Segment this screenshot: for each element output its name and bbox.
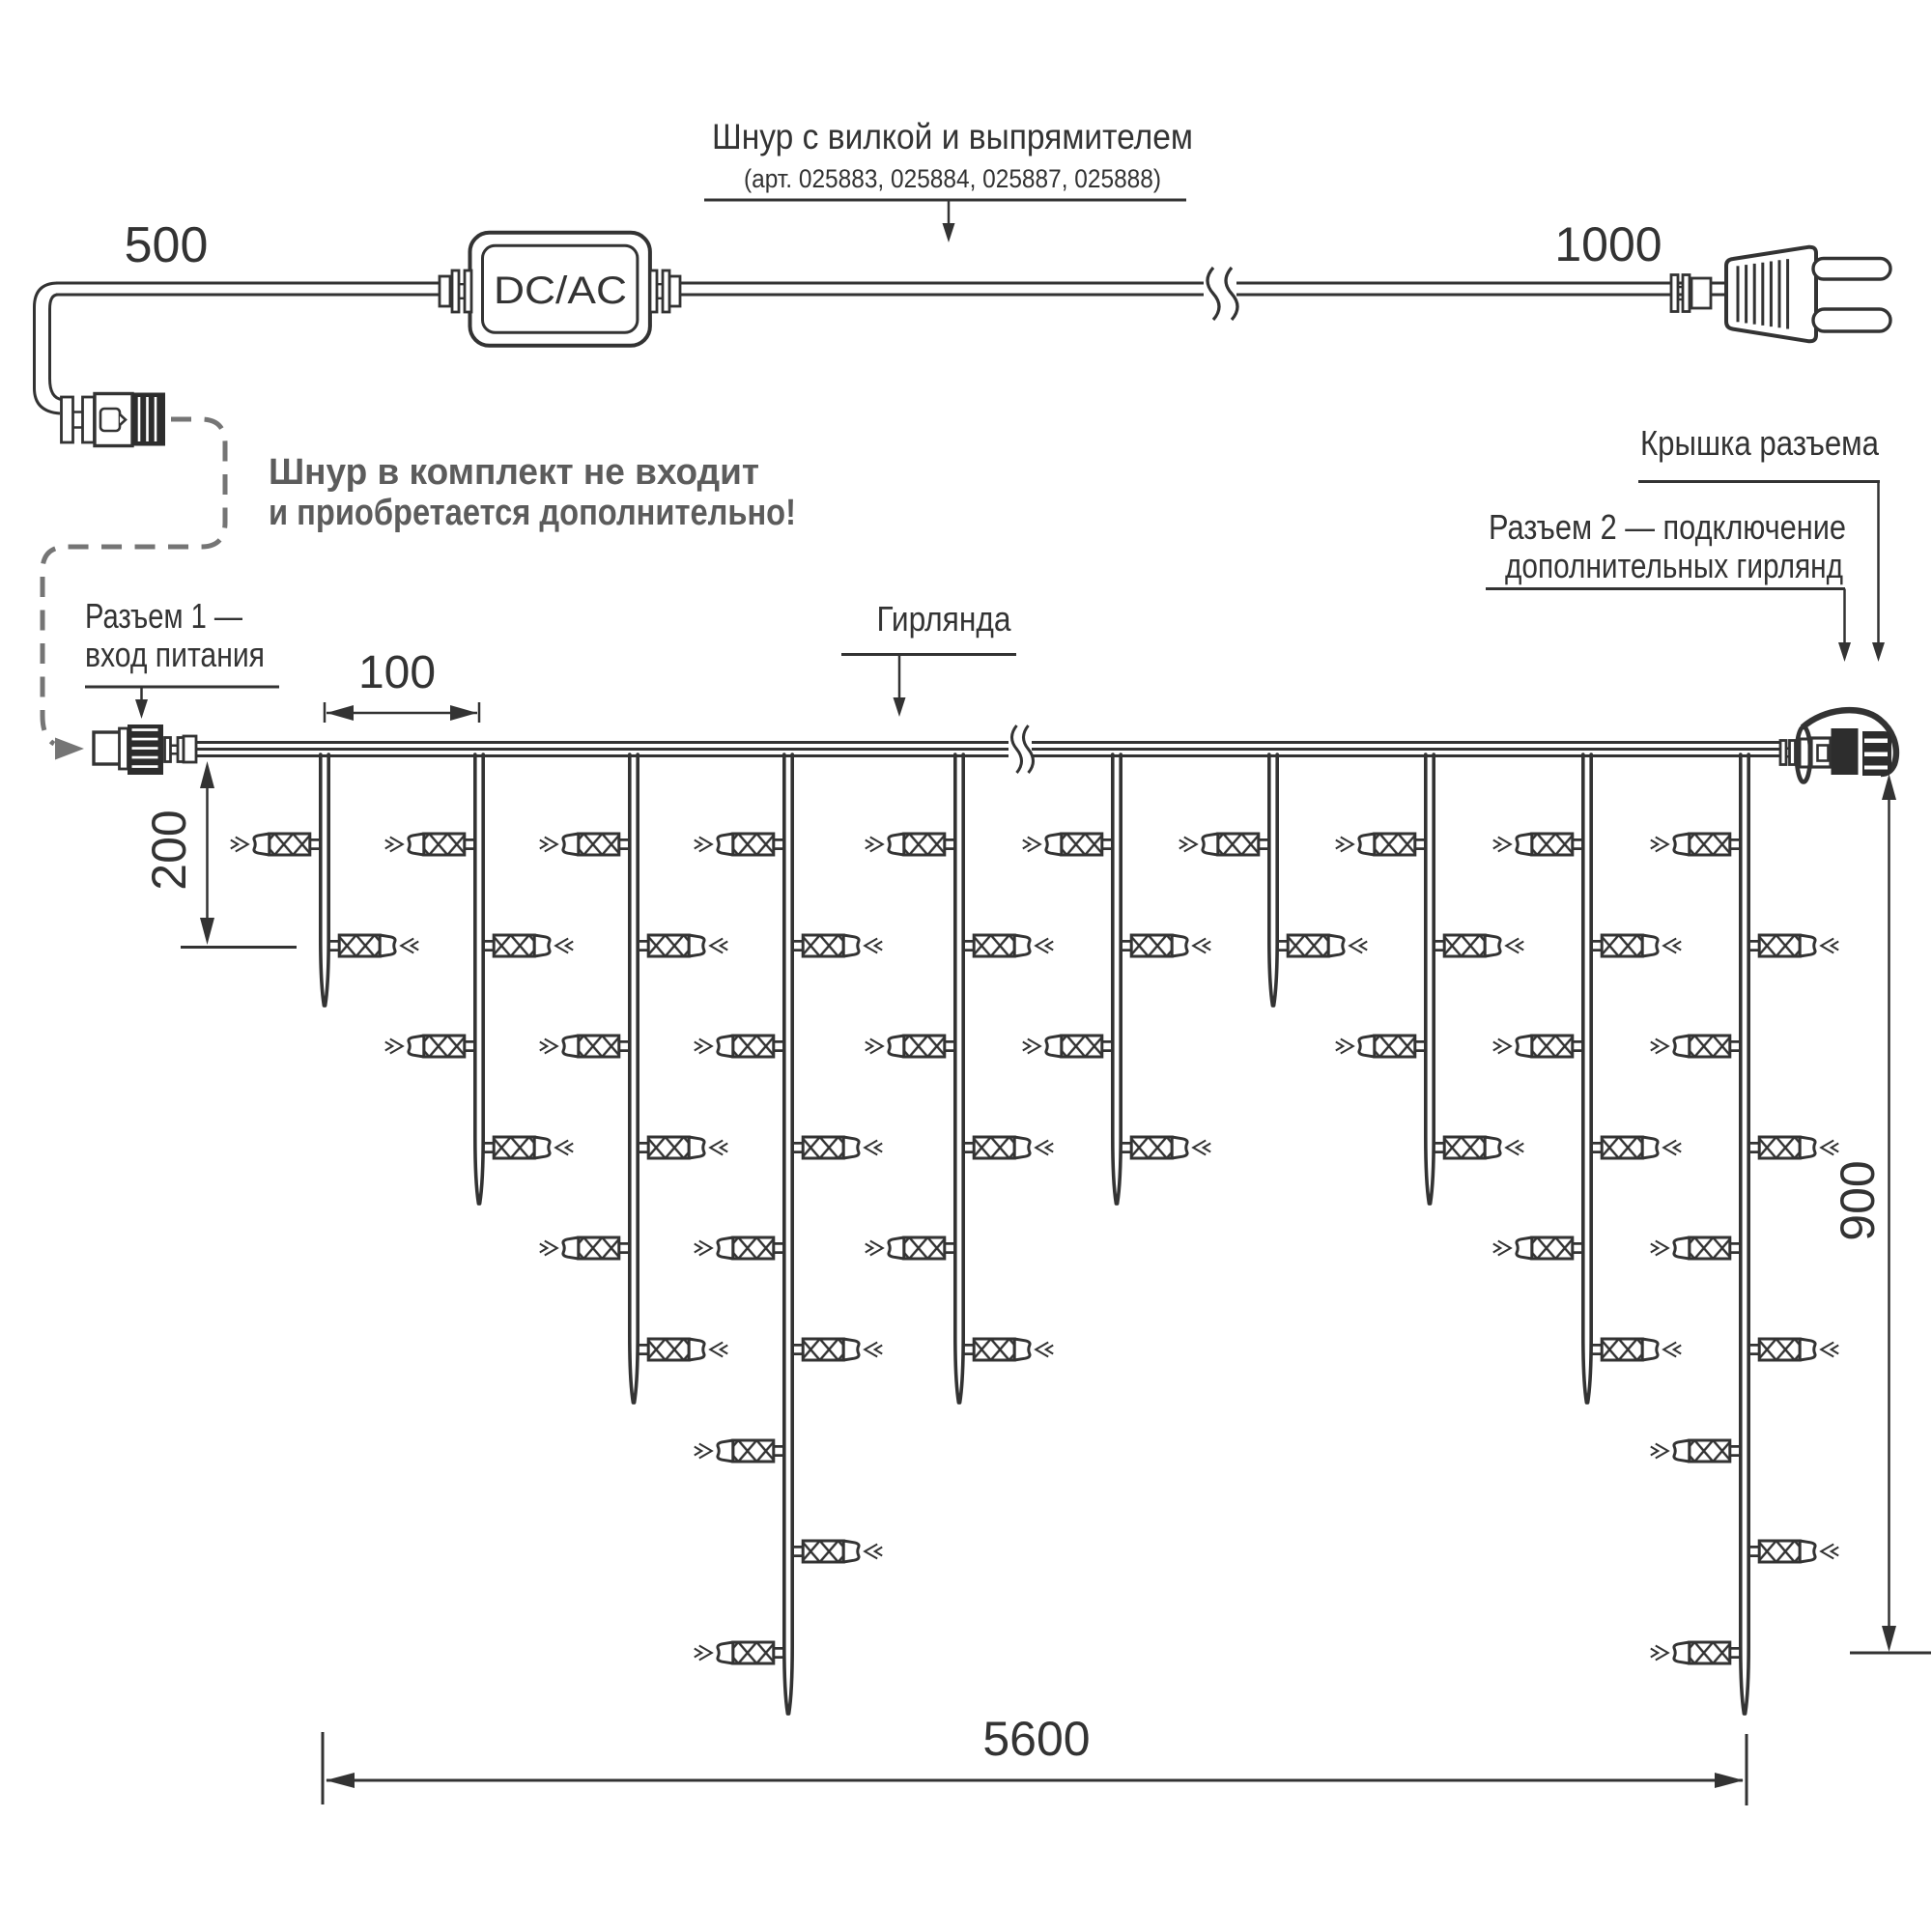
svg-text:Разъем 2 — подключение: Разъем 2 — подключение (1489, 507, 1846, 547)
svg-text:Шнур в комплект не входит: Шнур в комплект не входит (269, 452, 759, 493)
svg-text:DC/AC: DC/AC (494, 270, 627, 312)
svg-text:Гирлянда: Гирлянда (877, 599, 1012, 639)
svg-text:900: 900 (1831, 1160, 1885, 1240)
svg-text:200: 200 (142, 810, 196, 890)
svg-text:и приобретается дополнительно!: и приобретается дополнительно! (269, 493, 796, 533)
svg-text:(арт. 025883, 025884, 025887,: (арт. 025883, 025884, 025887, 025888) (744, 164, 1161, 193)
svg-text:Крышка разъема: Крышка разъема (1640, 423, 1880, 463)
svg-text:вход питания: вход питания (85, 635, 265, 674)
svg-text:500: 500 (125, 217, 209, 273)
svg-text:5600: 5600 (982, 1712, 1090, 1766)
svg-text:дополнительных гирлянд: дополнительных гирлянд (1505, 546, 1843, 585)
svg-text:1000: 1000 (1554, 217, 1662, 271)
svg-text:Разъем 1 —: Разъем 1 — (85, 596, 242, 636)
svg-text:100: 100 (358, 647, 436, 698)
svg-text:Шнур с вилкой и выпрямителем: Шнур с вилкой и выпрямителем (712, 117, 1193, 156)
